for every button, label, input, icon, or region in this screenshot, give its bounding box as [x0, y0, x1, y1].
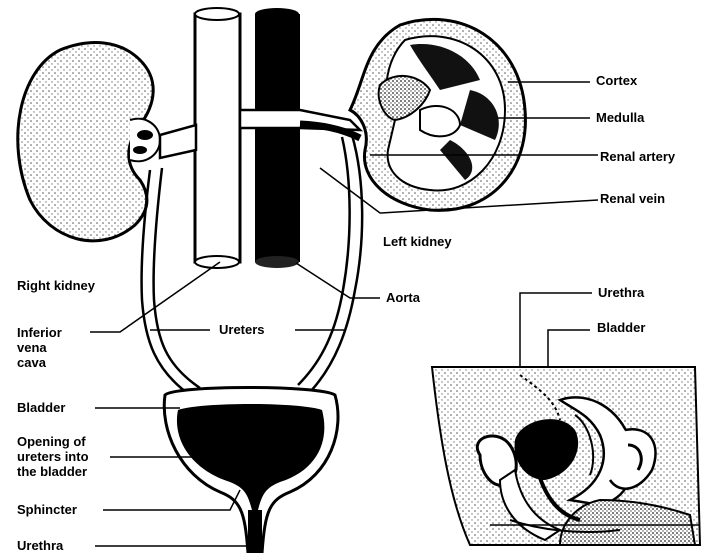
- label-sphincter: Sphincter: [17, 502, 77, 517]
- label-aorta: Aorta: [386, 290, 420, 305]
- label-left-kidney: Left kidney: [383, 234, 452, 249]
- right-kidney: [18, 43, 160, 241]
- label-ureters: Ureters: [219, 322, 265, 337]
- aorta: [255, 8, 300, 268]
- label-opening-of-ureters: Opening of ureters into the bladder: [17, 434, 89, 479]
- label-bladder-main: Bladder: [17, 400, 65, 415]
- label-cortex: Cortex: [596, 73, 637, 88]
- label-urethra-inset: Urethra: [598, 285, 644, 300]
- left-kidney: [350, 19, 525, 210]
- label-renal-vein: Renal vein: [600, 191, 665, 206]
- label-inferior-vena-cava: Inferior vena cava: [17, 325, 62, 370]
- label-medulla: Medulla: [596, 110, 644, 125]
- label-urethra-main: Urethra: [17, 538, 63, 553]
- label-bladder-inset: Bladder: [597, 320, 645, 335]
- bladder-main: [164, 388, 338, 553]
- label-renal-artery: Renal artery: [600, 149, 675, 164]
- label-right-kidney: Right kidney: [17, 278, 95, 293]
- inset-sagittal-view: [432, 367, 700, 545]
- inferior-vena-cava: [160, 8, 240, 268]
